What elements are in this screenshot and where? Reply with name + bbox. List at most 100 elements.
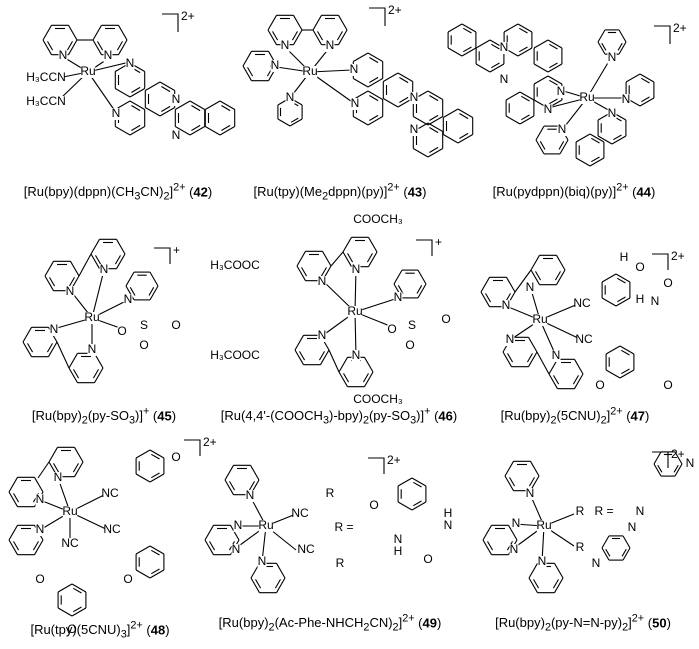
label-mask: [171, 130, 181, 142]
label-mask: [621, 94, 631, 106]
bracket-43: [369, 7, 386, 26]
r-definition: R =: [594, 504, 613, 518]
bond: [276, 563, 286, 579]
label-mask: [104, 524, 120, 536]
charge-label: 2+: [671, 447, 685, 461]
bond: [191, 124, 201, 131]
bond: [429, 95, 439, 102]
label-mask: [65, 286, 75, 298]
bond: [605, 369, 621, 379]
bond: [364, 371, 374, 387]
bond: [625, 73, 641, 83]
oxygen-atom: O: [423, 552, 432, 566]
bond: [547, 75, 563, 85]
label-mask: [35, 524, 45, 536]
label-mask: [62, 538, 78, 550]
bond: [46, 343, 53, 353]
bond: [528, 577, 538, 593]
bond: [411, 477, 427, 487]
hydrogen-atom: H: [636, 292, 645, 306]
ruthenium-center: Ru: [62, 504, 77, 518]
bond: [66, 41, 73, 51]
bond: [114, 255, 121, 265]
nitrogen-atom: N: [557, 84, 566, 98]
bond: [328, 349, 340, 373]
bond: [353, 52, 369, 62]
nitrogen-atom: N: [50, 322, 59, 336]
label-mask: [35, 494, 45, 506]
label-mask: [387, 324, 397, 336]
ruthenium-center: Ru: [84, 310, 99, 324]
bond: [519, 91, 535, 101]
label-mask: [270, 60, 280, 72]
bond: [135, 545, 151, 555]
bond: [367, 90, 383, 100]
compound-number-49: 49: [422, 615, 437, 631]
label-mask: [257, 556, 267, 568]
bond: [552, 579, 559, 589]
bond: [229, 481, 236, 491]
label-mask: [325, 40, 335, 52]
bond: [461, 23, 477, 33]
oxygen-atom: O: [171, 318, 180, 332]
bond: [526, 353, 533, 363]
bond: [621, 368, 630, 375]
bond: [250, 577, 260, 593]
bond: [533, 75, 549, 85]
bond: [290, 117, 299, 123]
bond: [299, 351, 306, 361]
bond: [547, 63, 563, 73]
label-mask: [537, 556, 547, 568]
bond: [505, 115, 521, 125]
bond: [250, 465, 260, 481]
bond: [68, 353, 78, 369]
bond: [224, 479, 234, 495]
bond: [175, 100, 191, 110]
ruthenium-center: Ru: [302, 64, 317, 78]
bond: [293, 15, 303, 31]
nitrogen-atom: N: [318, 328, 327, 342]
label-mask: [575, 542, 585, 554]
caption-49: [Ru(bpy)2(Ac-Phe-NHCH2CN)2]2+ (49): [218, 613, 442, 634]
bond: [399, 77, 409, 84]
bond: [482, 539, 492, 555]
nitrogen-atom: N: [686, 456, 695, 470]
label-mask: [557, 124, 567, 136]
bond: [530, 255, 540, 271]
label-mask: [635, 294, 645, 306]
bond: [320, 349, 330, 365]
bond: [191, 105, 201, 112]
nitrogen-atom: N: [651, 294, 660, 308]
label-mask: [171, 320, 181, 332]
nitrogen-atom: N: [592, 556, 601, 570]
formula-50: [Ru(bpy)2(py-N=N-py)2]2+: [495, 613, 645, 634]
bond: [78, 253, 92, 277]
label-mask: [171, 94, 181, 106]
bond: [506, 277, 516, 293]
ruthenium-center: Ru: [536, 518, 551, 532]
nitrogen-atom: N: [54, 470, 63, 484]
label-mask: [245, 490, 255, 502]
bond: [397, 72, 413, 82]
bond: [653, 451, 662, 465]
oxygen-atom: O: [595, 378, 604, 392]
bond: [131, 105, 141, 112]
bond: [145, 107, 161, 117]
label-mask: [409, 124, 419, 136]
oxygen-atom: O: [635, 260, 644, 274]
label-mask: [139, 320, 149, 332]
bond: [68, 367, 78, 383]
bond: [338, 15, 348, 31]
bond: [674, 463, 683, 477]
bond: [589, 157, 605, 167]
label-mask: [551, 350, 561, 362]
bond: [320, 267, 327, 277]
label-mask: [499, 42, 509, 54]
label-mask: [579, 92, 595, 104]
bond: [536, 351, 550, 375]
bond: [369, 95, 379, 102]
label-mask: [443, 508, 453, 520]
caption-48: [Ru(tpy)(5CNU)3]2+ (48): [30, 620, 170, 641]
compound-number-48: 48: [150, 622, 166, 638]
nitrogen-atom: N: [286, 90, 295, 104]
